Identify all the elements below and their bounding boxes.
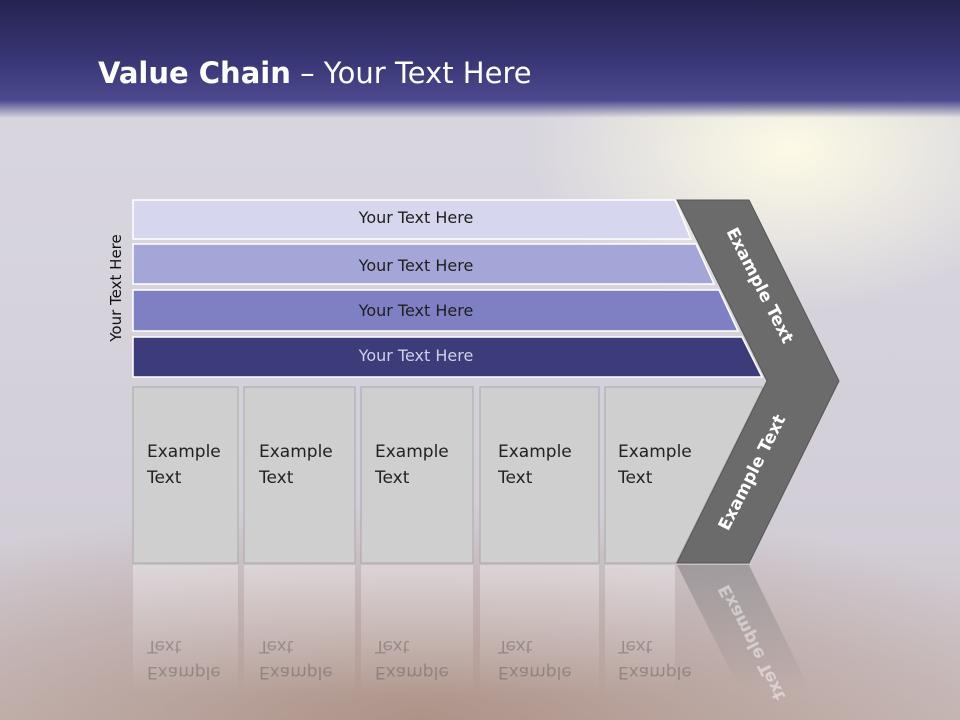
chevron-reflection xyxy=(677,565,810,690)
band-2 xyxy=(132,243,716,285)
cell-3-line1: Example xyxy=(375,442,449,462)
cell-3-reflection-label: Example Text xyxy=(375,633,449,685)
cell-3-label: Example Text xyxy=(375,439,449,491)
cell-1 xyxy=(132,386,239,564)
cell-4-line2: Text xyxy=(498,468,533,488)
cell-5-reflection-label: Example Text xyxy=(618,633,692,685)
slide-title: Value Chain – Your Text Here xyxy=(98,54,532,92)
cell-5-reflection-line1: Example xyxy=(618,662,692,682)
cell-5-reflection-line2: Text xyxy=(618,636,653,656)
chevron-arrow xyxy=(676,199,840,564)
title-bold: Value Chain xyxy=(98,56,291,90)
band-2-label: Your Text Here xyxy=(358,256,474,275)
cell-5-line2: Text xyxy=(618,468,653,488)
cell-reflection-3 xyxy=(361,565,473,695)
band-4-label: Your Text Here xyxy=(358,346,474,365)
cell-4-reflection-line2: Text xyxy=(498,636,533,656)
cell-2 xyxy=(243,386,356,564)
cell-1-reflection-line1: Example xyxy=(147,662,221,682)
cell-1-line1: Example xyxy=(147,442,221,462)
cell-5-label: Example Text xyxy=(618,439,692,491)
band-1 xyxy=(132,199,693,240)
cell-1-reflection-line2: Text xyxy=(147,636,182,656)
band-3-label: Your Text Here xyxy=(358,301,474,320)
cell-4-reflection-line1: Example xyxy=(498,662,572,682)
band-4 xyxy=(132,336,764,378)
cell-reflection-5 xyxy=(605,565,675,695)
cell-2-line1: Example xyxy=(259,442,333,462)
cell-reflection-1 xyxy=(133,565,238,695)
cell-reflection-4 xyxy=(480,565,599,695)
cell-1-label: Example Text xyxy=(147,439,221,491)
cell-1-reflection-label: Example Text xyxy=(147,633,221,685)
cell-2-reflection-label: Example Text xyxy=(259,633,333,685)
cell-2-reflection-line1: Example xyxy=(259,662,333,682)
cell-3-line2: Text xyxy=(375,468,410,488)
cell-3 xyxy=(360,386,474,564)
cell-4-reflection-label: Example Text xyxy=(498,633,572,685)
cell-reflection-2 xyxy=(244,565,355,695)
cell-4 xyxy=(479,386,600,564)
band-1-label: Your Text Here xyxy=(358,208,474,227)
cell-3-reflection-line2: Text xyxy=(375,636,410,656)
cell-1-line2: Text xyxy=(147,468,182,488)
cell-2-reflection-line2: Text xyxy=(259,636,294,656)
cell-5 xyxy=(604,386,763,564)
cell-5-line1: Example xyxy=(618,442,692,462)
band-3 xyxy=(132,289,740,332)
cell-2-line2: Text xyxy=(259,468,294,488)
cell-2-label: Example Text xyxy=(259,439,333,491)
title-banner xyxy=(0,0,960,118)
cell-4-label: Example Text xyxy=(498,439,572,491)
cell-4-line1: Example xyxy=(498,442,572,462)
cell-3-reflection-line1: Example xyxy=(375,662,449,682)
title-rest: – Your Text Here xyxy=(290,56,532,90)
